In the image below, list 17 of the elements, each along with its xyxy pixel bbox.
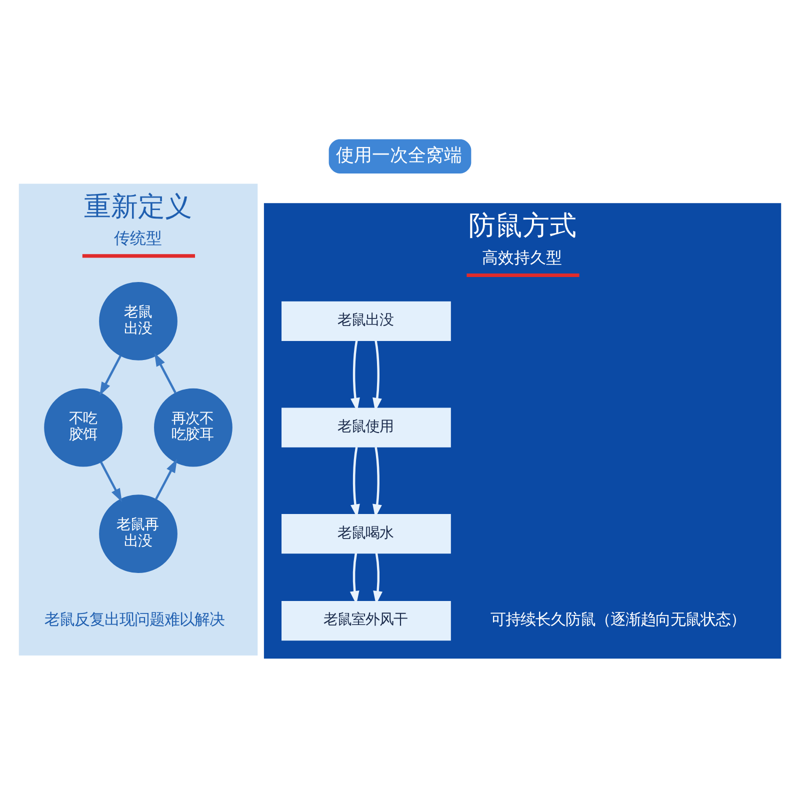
- node-box: 老鼠喝水: [282, 514, 451, 554]
- arrow: [372, 340, 382, 411]
- node-circle: 老鼠再出没: [99, 494, 178, 573]
- arrow: [100, 461, 122, 502]
- node-circle: 不吃胶饵: [44, 388, 122, 466]
- arrow: [154, 352, 176, 393]
- arrow: [350, 340, 360, 411]
- arrow: [155, 458, 178, 500]
- arrow: [100, 354, 122, 396]
- label: 可持续长久防鼠（逐渐趋向无鼠状态）: [490, 610, 746, 628]
- node-circle: 老鼠出没: [99, 282, 178, 360]
- node-box: 老鼠室外风干: [282, 600, 451, 640]
- label: 老鼠反复出现问题难以解决: [44, 610, 225, 628]
- node-circle: 再次不吃胶耳: [154, 388, 232, 466]
- diagram-title: 使用一次全窝端: [336, 144, 462, 166]
- node-box: 老鼠使用: [282, 407, 451, 447]
- node-box: 老鼠出没: [282, 300, 451, 341]
